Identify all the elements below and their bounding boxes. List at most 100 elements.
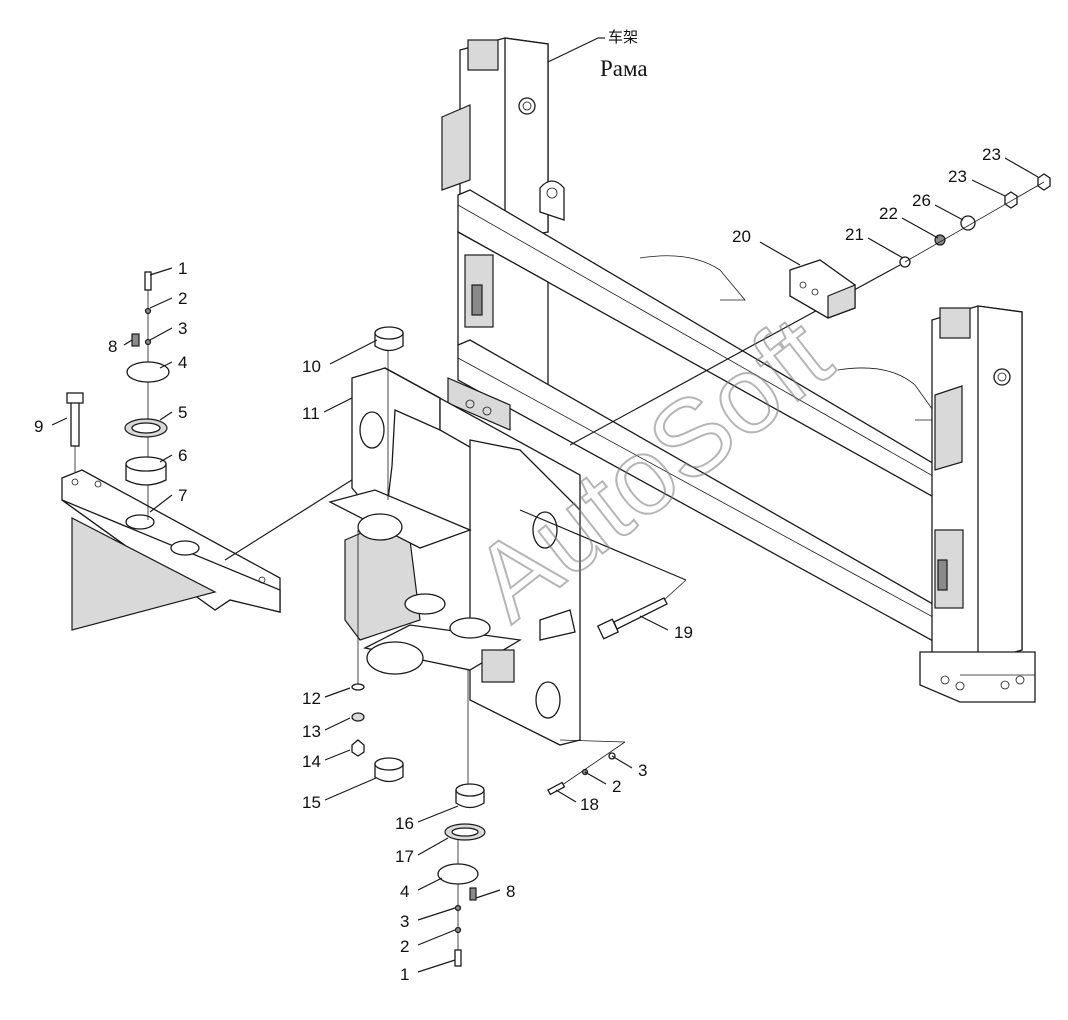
left-part-stack — [66, 271, 170, 520]
leader-23a — [971, 179, 1006, 197]
callout-2c: 2 — [612, 777, 621, 796]
part-14-nut — [351, 739, 365, 757]
leader-6 — [159, 454, 173, 463]
leader-12 — [324, 687, 351, 698]
callout-20: 20 — [732, 227, 751, 246]
right-upright-bore — [993, 368, 1011, 386]
rear-hardware — [789, 173, 1051, 319]
part-15-bushing-top — [374, 757, 404, 771]
part-19-axis — [663, 579, 687, 601]
right-bottom-hole-4 — [1015, 675, 1025, 685]
callout-numbers: 1 2 3 8 4 5 9 6 7 10 11 12 13 14 15 16 1… — [34, 145, 1001, 984]
callout-1a: 1 — [178, 259, 187, 278]
leader-16 — [417, 805, 459, 823]
part-23-nut-a — [1004, 191, 1018, 209]
part-8-grease-fitting-bottom — [469, 887, 477, 901]
beam-7-hole-3 — [258, 576, 266, 584]
callout-14: 14 — [302, 752, 321, 771]
part-10-bushing-top — [374, 326, 404, 340]
left-upright-bore — [518, 97, 536, 115]
leader-17 — [417, 837, 449, 856]
part-19-bolt-shank — [613, 597, 668, 630]
part-4-cap-bottom — [437, 863, 479, 885]
part-8-grease-fitting-top — [131, 333, 140, 347]
left-side-pad — [441, 104, 471, 191]
leader-3b — [417, 907, 456, 921]
leader-21 — [867, 237, 904, 259]
callout-7: 7 — [178, 486, 187, 505]
callout-2b: 2 — [400, 937, 409, 956]
leader-19 — [639, 615, 669, 631]
callout-5: 5 — [178, 403, 187, 422]
bracket-11-bore-upper — [359, 411, 385, 449]
callout-4a: 4 — [178, 353, 187, 372]
callout-4b: 4 — [400, 882, 409, 901]
left-inner-pad-slot — [471, 284, 483, 316]
callout-17: 17 — [395, 847, 414, 866]
callout-3c: 3 — [638, 761, 647, 780]
part-16-bushing-top — [455, 783, 485, 797]
part-13-lockwasher — [351, 712, 365, 722]
part-26-spacer — [960, 215, 976, 231]
part-5-seal-inner — [131, 422, 161, 434]
leader-3a — [149, 327, 173, 341]
callout-3b: 3 — [400, 912, 409, 931]
leader-22 — [901, 217, 939, 239]
callout-leaders — [51, 157, 1039, 973]
bolt-19-alignment — [519, 509, 687, 581]
part-2-washer-top — [144, 307, 152, 315]
left-upright-bore-inner — [522, 101, 532, 111]
beam-7-bore-left — [125, 514, 155, 530]
callout-21: 21 — [845, 225, 864, 244]
part-6-bushing-top — [125, 456, 167, 472]
leader-18 — [555, 789, 577, 803]
leader-1b — [417, 959, 456, 973]
lifting-eye-hole — [546, 187, 558, 199]
leader-11 — [323, 397, 353, 413]
leader-2b — [417, 929, 456, 946]
leader-1a — [149, 267, 173, 276]
part-4-cap-top — [126, 361, 170, 383]
right-upright-bore-inner — [997, 372, 1007, 382]
axis-18 — [551, 741, 626, 793]
right-bottom-hole-3 — [1000, 680, 1010, 690]
leader-5 — [159, 411, 173, 421]
rear-hardware-axis — [904, 181, 1045, 263]
leader-2c — [584, 771, 607, 785]
lifting-eye — [539, 180, 565, 221]
right-inner-pad-slot — [937, 559, 948, 591]
right-bottom-hole-2 — [955, 681, 965, 691]
part-9-bolt-shank — [70, 399, 80, 447]
part-9-bolt-head — [66, 392, 84, 404]
part-20-pad-side — [827, 284, 856, 319]
lower-left-block-hole-1 — [465, 399, 475, 409]
lower-left-block — [447, 377, 511, 431]
left-upright-front — [504, 37, 549, 241]
rear-cylinder-upper — [639, 255, 746, 301]
beam-7-hole-1 — [71, 478, 79, 486]
leader-20 — [759, 241, 801, 266]
leader-13 — [324, 717, 351, 731]
rear-axle-beam — [61, 469, 281, 631]
bracket-11-bore-lower — [535, 681, 561, 719]
leader-3c — [611, 755, 633, 769]
part-18-bolt — [547, 781, 566, 796]
callout-10: 10 — [302, 357, 321, 376]
part-1-bolt-bottom — [454, 949, 462, 967]
right-bottom-hole-1 — [940, 675, 950, 685]
left-upright-top-opening — [467, 39, 499, 71]
right-side-pad — [934, 385, 963, 471]
trunnion-bracket — [328, 367, 581, 746]
part-20-hole-1 — [799, 281, 807, 289]
leader-4b — [417, 877, 443, 891]
trunnion-plate-bottom-boss — [366, 641, 424, 675]
leader-8b — [475, 889, 501, 899]
bracket-11-bore-right — [532, 511, 558, 549]
frame-assembly — [441, 37, 1036, 703]
top-beam-edge — [457, 204, 976, 501]
callout-2a: 2 — [178, 289, 187, 308]
leader-8a — [123, 339, 133, 346]
part-2-washer-bottom — [454, 926, 462, 934]
